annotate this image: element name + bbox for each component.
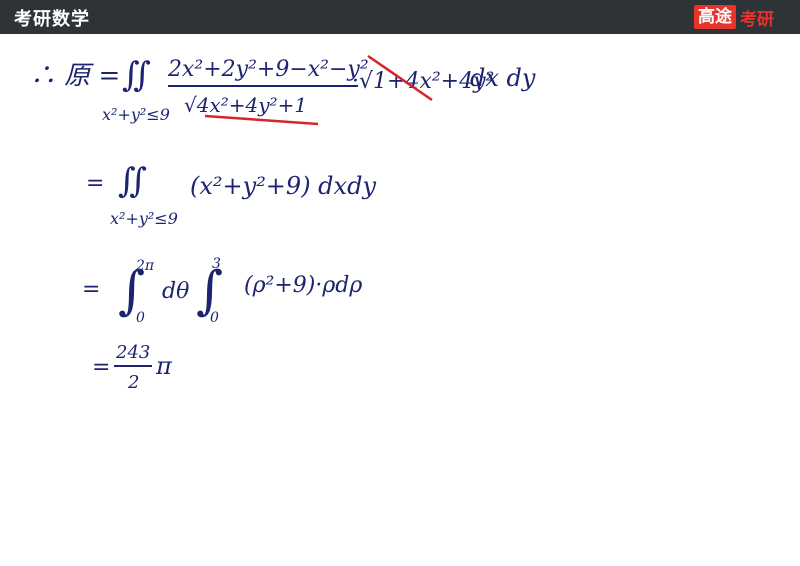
line2-body: (x²+y²+9) dxdy	[190, 172, 376, 200]
line3-int2: ∫	[196, 261, 223, 321]
strike-factor	[367, 54, 433, 102]
line4-numerator: 243	[115, 342, 150, 363]
line3-int2-upper: 3	[212, 256, 221, 272]
line1-integral: ∬	[122, 55, 151, 95]
line3-body: (ρ²+9)·ρdρ	[244, 273, 362, 298]
line3-int1-lower: 0	[136, 310, 145, 326]
logo-text: 考研	[740, 9, 774, 30]
line2-region: x²+y²≤9	[110, 209, 178, 228]
brand-logo: 高途 考研	[694, 4, 774, 30]
logo-box: 高途	[694, 5, 736, 29]
line1-numerator: 2x²+2y²+9−x²−y²	[167, 57, 369, 82]
line4-denominator: 2	[127, 372, 139, 393]
line3-dtheta: dθ	[162, 279, 189, 304]
line4-suffix: π	[155, 352, 173, 380]
handwriting-svg: ∴ 原 = ∬ x²+y²≤9 2x²+2y²+9−x²−y² √4x²+4y²…	[30, 54, 536, 393]
line3-eq: =	[82, 277, 100, 302]
whiteboard-canvas: ∴ 原 = ∬ x²+y²≤9 2x²+2y²+9−x²−y² √4x²+4y²…	[0, 34, 800, 566]
strike-denominator	[204, 114, 319, 126]
line1-region: x²+y²≤9	[102, 105, 170, 124]
course-title: 考研数学	[14, 9, 90, 30]
line3-int1: ∫	[118, 261, 145, 321]
line4-eq: =	[92, 355, 110, 380]
line1-factor: ·√1+4x²+4y²	[352, 69, 494, 94]
line3-int2-lower: 0	[210, 310, 219, 326]
line1-diff: dx dy	[470, 64, 536, 92]
line2-eq: =	[86, 171, 104, 196]
line2-integral: ∬	[118, 161, 147, 201]
line1-lead: ∴ 原 =	[30, 61, 120, 91]
line3-int1-upper: 2π	[135, 258, 155, 274]
top-bar: 考研数学 高途 考研	[0, 0, 800, 34]
line1-denominator: √4x²+4y²+1	[184, 93, 307, 117]
